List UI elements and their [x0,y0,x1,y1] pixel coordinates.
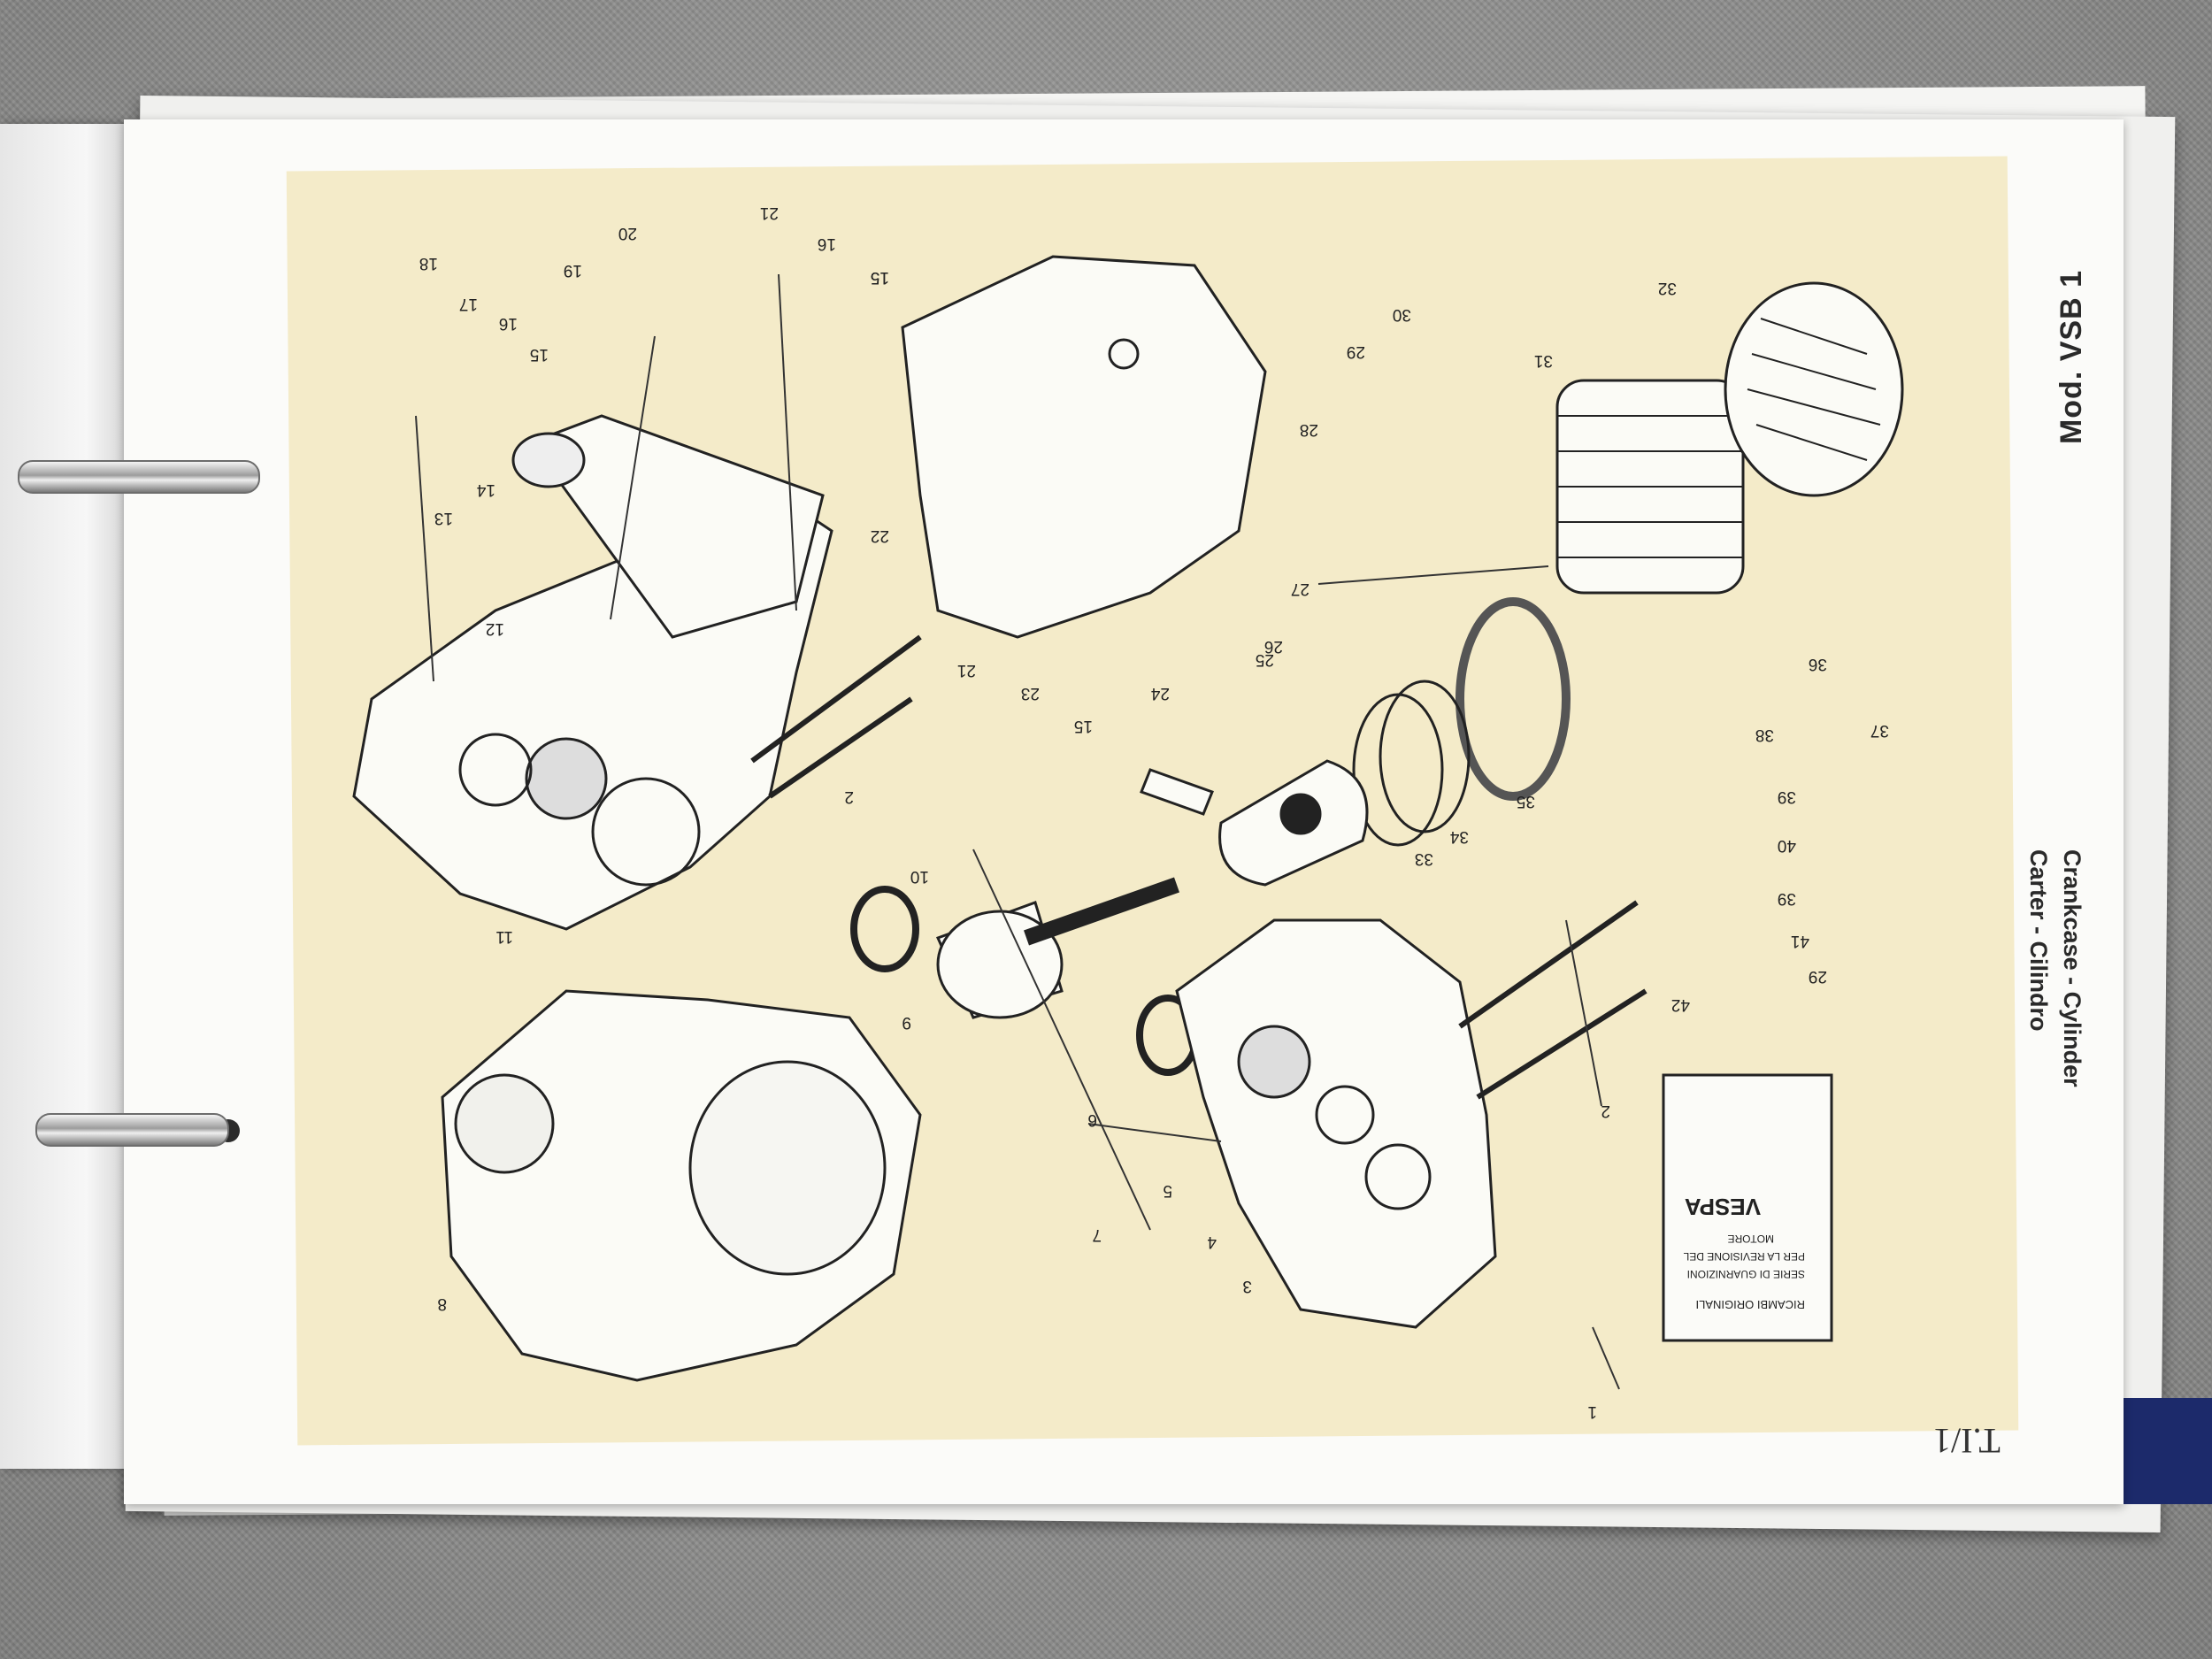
bearing-left [525,737,608,820]
piston-ring-1 [1379,680,1471,833]
part-label: 30 [1393,305,1411,324]
part-label: 2 [1601,1102,1610,1120]
part-label: 21 [957,661,976,680]
part-label: 21 [760,204,779,222]
swing-arm [528,414,825,639]
part-label: 35 [1517,792,1535,810]
part-label: 36 [1809,655,1827,673]
plate-title: Crankcase - Cylinder Carter - Cilindro [2022,849,2089,1087]
part-label: 42 [1671,995,1690,1014]
part-label: 19 [564,261,582,280]
part-label: 15 [871,268,889,287]
part-label: 7 [1092,1225,1102,1244]
part-label: 17 [459,295,478,313]
oil-seal-9 [850,886,919,972]
part-label: 39 [1778,889,1796,908]
kit-brand: RICAMBI ORIGINALI [1695,1298,1805,1311]
part-label: 16 [499,314,518,333]
part-label: 6 [1087,1110,1097,1129]
part-label: 33 [1415,849,1433,868]
crankcase-right [1175,918,1497,1329]
piston-ring-2 [1352,693,1444,847]
part-label: 2 [844,787,854,806]
part-label: 24 [1150,684,1170,703]
part-label: 39 [1778,787,1796,806]
part-label: 28 [1300,420,1318,439]
part-label: 1 [1587,1402,1597,1421]
part-label: 41 [1791,932,1809,950]
part-label: 38 [1755,726,1774,744]
part-label: 23 [1021,684,1040,703]
stud-2a [1458,900,1639,1029]
part-label: 11 [495,927,513,946]
part-label: 25 [1256,650,1274,669]
part-label: 20 [618,224,637,242]
stud-2b [1476,988,1647,1100]
part-label: 3 [1242,1277,1252,1295]
part-label: 29 [1347,342,1365,361]
part-label: 22 [871,526,889,545]
part-label: 4 [1207,1233,1217,1251]
kit-line3: MOTORE [1728,1233,1774,1245]
part-label: 29 [1809,967,1827,986]
cylinder-head [1724,281,1904,497]
flywheel-cover [901,255,1267,639]
kit-logo: VESPA [1685,1194,1761,1220]
part-label: 15 [1074,717,1093,735]
part-label: 37 [1870,721,1889,740]
part-label: 26 [1264,637,1283,656]
part-label: 8 [437,1294,447,1313]
stud-2c [750,634,922,764]
part-label: 13 [434,509,453,527]
binder-ring-top [18,460,260,494]
part-label: 40 [1778,836,1796,855]
part-label: 34 [1449,827,1469,846]
part-label: 12 [486,619,504,638]
base-gasket [1455,597,1571,801]
part-label: 14 [476,480,495,499]
gasket-kit-bag [1662,1073,1833,1342]
part-label: 32 [1658,279,1677,297]
part-label: 16 [818,234,836,253]
wrist-pin [1140,768,1214,816]
part-label: 5 [1163,1181,1172,1200]
binder-left-pages [0,124,124,1469]
stud-2d [768,696,913,799]
part-label: 15 [871,268,889,287]
part-label: 31 [1534,351,1553,370]
part-label: 18 [419,254,438,273]
title-english: Crankcase - Cylinder [2059,849,2085,1087]
kit-line2: PER LA REVISIONE DEL [1683,1250,1805,1263]
part-label: 27 [1291,580,1310,598]
kit-line1: SERIE DI GUARNIZIONI [1687,1268,1805,1280]
part-label: 15 [530,345,549,364]
binder-ring-bottom [35,1113,229,1147]
part-label: 10 [910,867,929,886]
title-italian: Carter - Cilindro [2025,849,2052,1032]
connecting-rod [1024,877,1179,946]
part-label: 9 [902,1013,911,1032]
